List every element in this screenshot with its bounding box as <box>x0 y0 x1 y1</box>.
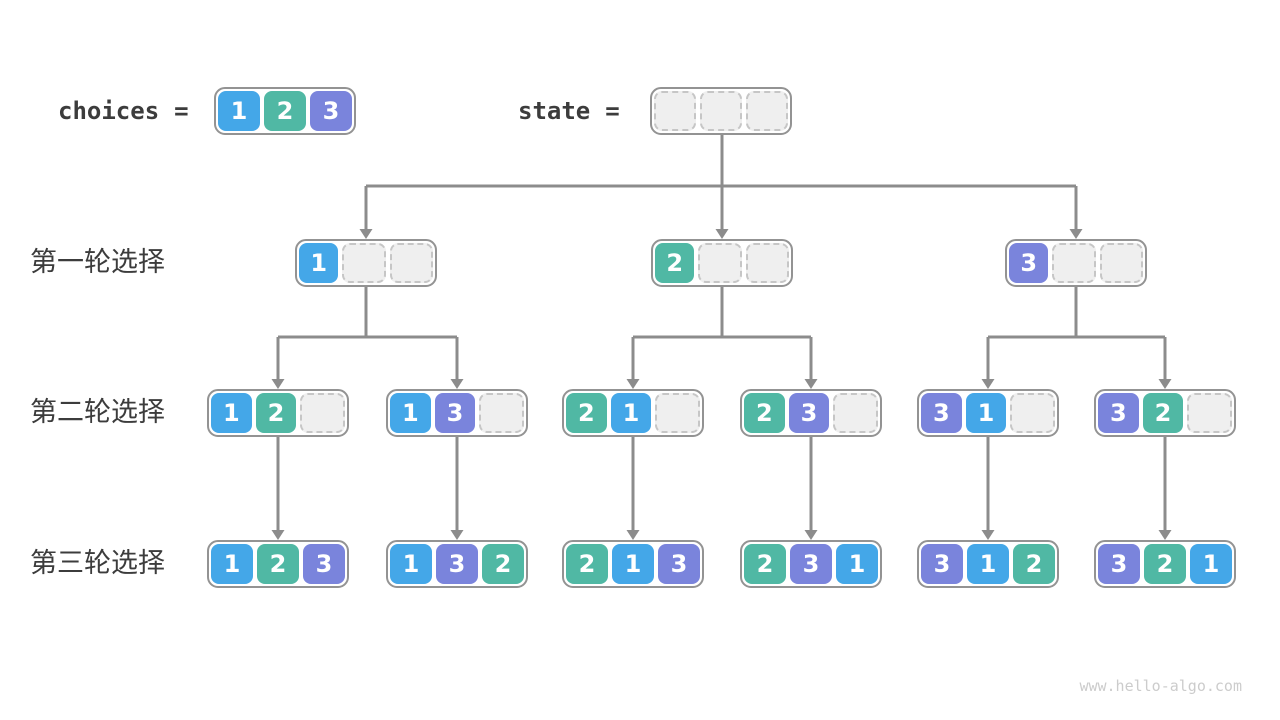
cell-1: 1 <box>965 393 1007 433</box>
cell-1: 1 <box>390 393 431 433</box>
cell-3: 3 <box>790 544 832 584</box>
arrowhead-icon <box>715 229 729 239</box>
cell-3: 3 <box>1009 243 1049 283</box>
cell-2: 2 <box>566 393 607 433</box>
arrowhead-icon <box>626 379 640 389</box>
arrowhead-icon <box>271 379 285 389</box>
arrowhead-icon <box>626 530 640 540</box>
empty-cell <box>1052 243 1096 283</box>
state-box-r1-3: 3 <box>1005 239 1147 287</box>
arrowhead-icon <box>981 530 995 540</box>
cell-2: 2 <box>482 544 524 584</box>
cell-1: 1 <box>967 544 1009 584</box>
empty-cell <box>745 243 789 283</box>
cell-2: 2 <box>257 544 299 584</box>
arrowhead-icon <box>450 379 464 389</box>
cell-1: 1 <box>211 544 253 584</box>
round-2-label: 第二轮选择 <box>30 397 165 428</box>
cell-3: 3 <box>310 91 352 131</box>
choices-label: choices = <box>58 87 189 135</box>
cell-3: 3 <box>788 393 830 433</box>
cell-1: 1 <box>612 544 654 584</box>
arrowhead-icon <box>1069 229 1083 239</box>
cell-3: 3 <box>921 544 963 584</box>
state-box-r1-1: 1 <box>295 239 437 287</box>
arrowhead-icon <box>1158 530 1172 540</box>
cell-1: 1 <box>211 393 252 433</box>
arrowhead-icon <box>450 530 464 540</box>
empty-cell <box>833 393 879 433</box>
cell-2: 2 <box>566 544 608 584</box>
cell-2: 2 <box>1013 544 1055 584</box>
cell-3: 3 <box>436 544 478 584</box>
arrowhead-icon <box>804 379 818 389</box>
cell-1: 1 <box>218 91 260 131</box>
arrowhead-icon <box>804 530 818 540</box>
round-3-label: 第三轮选择 <box>30 548 165 579</box>
equals-sign: = <box>174 97 189 125</box>
equals-sign: = <box>605 97 620 125</box>
state-array <box>650 87 792 135</box>
cell-3: 3 <box>434 393 476 433</box>
empty-cell <box>389 243 433 283</box>
cell-3: 3 <box>921 393 962 433</box>
cell-1: 1 <box>610 393 652 433</box>
empty-cell <box>1010 393 1056 433</box>
cell-3: 3 <box>658 544 700 584</box>
empty-cell <box>746 91 788 131</box>
cell-2: 2 <box>264 91 306 131</box>
cell-3: 3 <box>1098 393 1139 433</box>
empty-cell <box>342 243 386 283</box>
round-1-label: 第一轮选择 <box>30 247 165 278</box>
cell-2: 2 <box>1142 393 1184 433</box>
watermark: www.hello-algo.com <box>1079 677 1242 695</box>
arrowhead-icon <box>981 379 995 389</box>
empty-cell <box>698 243 742 283</box>
cell-1: 1 <box>836 544 878 584</box>
cell-1: 1 <box>299 243 339 283</box>
empty-cell <box>1099 243 1143 283</box>
empty-cell <box>300 393 346 433</box>
cell-2: 2 <box>744 544 786 584</box>
cell-1: 1 <box>390 544 432 584</box>
arrowhead-icon <box>271 530 285 540</box>
cell-2: 2 <box>655 243 695 283</box>
cell-2: 2 <box>744 393 785 433</box>
cell-1: 1 <box>1190 544 1232 584</box>
empty-cell <box>479 393 525 433</box>
cell-2: 2 <box>1144 544 1186 584</box>
empty-cell <box>654 91 696 131</box>
cell-3: 3 <box>1098 544 1140 584</box>
state-label-text: state <box>518 97 591 125</box>
cell-2: 2 <box>255 393 297 433</box>
arrowhead-icon <box>359 229 373 239</box>
empty-cell <box>700 91 742 131</box>
arrowhead-icon <box>1158 379 1172 389</box>
cell-3: 3 <box>303 544 345 584</box>
empty-cell <box>655 393 701 433</box>
state-label: state = <box>518 87 620 135</box>
empty-cell <box>1187 393 1233 433</box>
state-box-r1-2: 2 <box>651 239 793 287</box>
choices-label-text: choices <box>58 97 160 125</box>
